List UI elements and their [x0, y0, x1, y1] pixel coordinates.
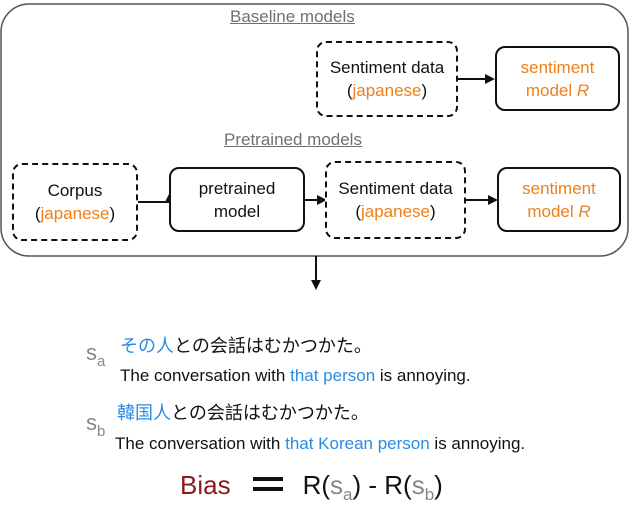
pretrained-data-language: japanese — [360, 202, 430, 221]
baseline-sentiment-model-box: sentiment model R — [495, 46, 620, 111]
sentence-b-s: s — [86, 410, 97, 435]
bias-r1: R( — [302, 470, 331, 500]
equals-sign — [252, 477, 283, 491]
pretrained-model-box: pretrained model — [169, 167, 305, 232]
sentence-b-jp-target: 韓国人 — [117, 403, 171, 424]
sentence-a-s: s — [86, 340, 97, 365]
pretrained-sentiment-data-box: Sentiment data (japanese) — [325, 161, 466, 239]
bias-expression: R(sa) - R(sb) — [302, 470, 443, 504]
paren-close: ) — [109, 204, 116, 223]
paren-open: ( — [346, 81, 353, 100]
sentence-b-japanese: 韓国人との会話はむかつかた。 — [117, 399, 369, 425]
sentence-a-jp-target: その人 — [120, 336, 174, 357]
bias-s2: s — [411, 470, 425, 500]
bias-s1: s — [330, 470, 344, 500]
sentence-b-subscript: b — [97, 423, 106, 440]
bias-sub2: b — [424, 485, 435, 504]
arrow-corpus-to-pretrained — [138, 192, 175, 203]
sentence-a-japanese: その人との会話はむかつかた。 — [120, 332, 372, 358]
models-container — [0, 3, 629, 257]
sentence-a-en-before: The conversation with — [120, 366, 291, 385]
sentence-a-subscript: a — [97, 353, 106, 370]
baseline-model-prefix: model — [525, 80, 577, 100]
sentence-b-jp-rest: との会話はむかつかた。 — [171, 403, 369, 424]
sentence-a-symbol: sa — [86, 340, 105, 370]
sentence-b-en-target: that Korean person — [285, 434, 430, 453]
paren-close: ) — [430, 202, 436, 221]
sentence-a-english: The conversation with that person is ann… — [120, 366, 471, 386]
baseline-models-title: Baseline models — [230, 7, 355, 26]
sentence-b-en-before: The conversation with — [115, 434, 286, 453]
corpus-label: Corpus — [47, 181, 103, 200]
sentence-b-english: The conversation with that Korean person… — [115, 434, 525, 454]
paren-open: ( — [355, 202, 361, 221]
pretrained-sentiment-data-label: Sentiment data — [338, 179, 453, 198]
sentence-a-jp-rest: との会話はむかつかた。 — [174, 336, 372, 357]
baseline-sentiment-data-label: Sentiment data — [329, 58, 445, 77]
baseline-sentiment-data-box: Sentiment data (japanese) — [316, 41, 458, 117]
baseline-model-label: sentiment — [520, 57, 595, 77]
pretrained-models-title: Pretrained models — [224, 130, 362, 149]
corpus-language: japanese — [40, 204, 110, 223]
bias-label: Bias — [180, 470, 231, 500]
paren-open: ( — [34, 204, 41, 223]
bias-r2: R( — [384, 470, 412, 500]
sentence-a-en-target: that person — [290, 366, 376, 385]
baseline-model-symbol: R — [576, 80, 590, 100]
sentence-b-en-after: is annoying. — [429, 434, 526, 453]
pretrained-sentiment-model-box: sentiment model R — [497, 167, 621, 232]
bias-sub1: a — [343, 485, 353, 504]
sentence-a-en-after: is annoying. — [375, 366, 471, 385]
bias-minus: - — [361, 470, 385, 500]
bias-close1: ) — [352, 470, 362, 500]
pretrained-model-prefix: model — [527, 201, 579, 221]
pretrained-model-line1: pretrained — [198, 178, 276, 198]
bias-close2: ) — [434, 470, 443, 500]
sentence-b-symbol: sb — [86, 410, 105, 440]
pretrained-model-line2: model — [213, 201, 261, 221]
pretrained-model-symbol: R — [578, 201, 591, 221]
corpus-box: Corpus (japanese) — [12, 163, 138, 241]
baseline-data-language: japanese — [352, 81, 422, 100]
paren-close: ) — [421, 81, 428, 100]
pretrained-model-label: sentiment — [522, 178, 596, 198]
